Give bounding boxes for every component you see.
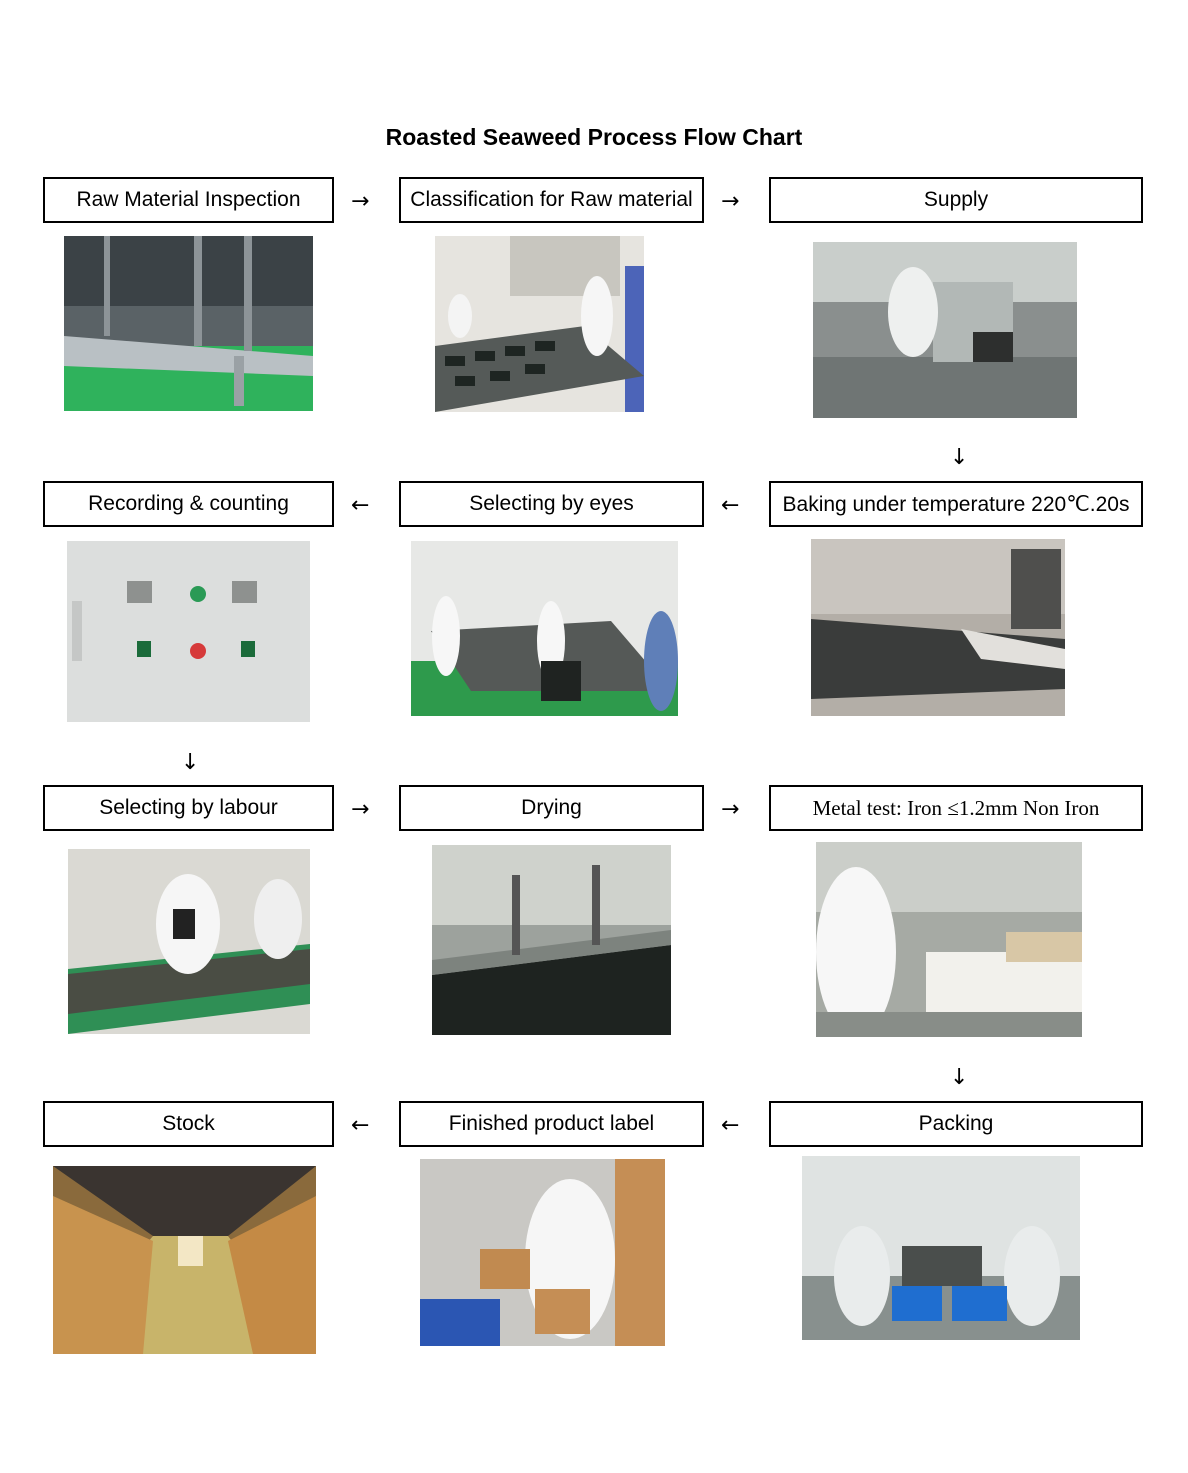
photo-packing [802,1156,1080,1340]
step-label: Packing [918,1112,994,1135]
arrow-left: ← [351,493,370,518]
photo-stock-warehouse [53,1166,316,1354]
step-drying: Drying [399,785,704,831]
arrow-down: ↓ [181,750,200,775]
photo-selecting-eyes [411,541,678,716]
arrow-right: → [721,797,740,822]
photo-baking [811,539,1065,716]
step-baking: Baking under temperature 220℃.20s [769,481,1143,527]
photo-inspection-line [64,236,313,411]
photo-finished-label [420,1159,665,1346]
step-label: Supply [923,188,989,211]
photo-classification [435,236,644,412]
arrow-right: → [351,797,370,822]
step-supply: Supply [769,177,1143,223]
step-label: Raw Material Inspection [76,188,301,211]
step-label: Classification for Raw material [410,188,693,211]
step-label: Selecting by labour [99,796,278,819]
step-label: Metal test: Iron ≤1.2mm Non Iron [812,795,1100,820]
photo-metal-test [816,842,1082,1037]
step-stock: Stock [43,1101,334,1147]
chart-title: Roasted Seaweed Process Flow Chart [385,124,803,150]
step-finished-product-label: Finished product label [399,1101,704,1147]
step-label: Baking under temperature 220℃.20s [782,492,1130,516]
step-label: Stock [162,1112,215,1135]
arrow-down: ↓ [950,1065,969,1090]
step-raw-material-inspection: Raw Material Inspection [43,177,334,223]
photo-selecting-labour [68,849,310,1034]
step-packing: Packing [769,1101,1143,1147]
step-recording-counting: Recording & counting [43,481,334,527]
step-label: Recording & counting [88,492,289,515]
arrow-right: → [721,189,740,214]
arrow-left: ← [351,1113,370,1138]
photo-control-panel [67,541,310,722]
step-selecting-by-eyes: Selecting by eyes [399,481,704,527]
step-label: Finished product label [448,1112,655,1135]
step-selecting-by-labour: Selecting by labour [43,785,334,831]
step-classification: Classification for Raw material [399,177,704,223]
arrow-left: ← [721,493,740,518]
arrow-down: ↓ [950,445,969,470]
step-label: Selecting by eyes [469,492,634,515]
step-label: Drying [521,796,582,819]
photo-drying [432,845,671,1035]
step-metal-test: Metal test: Iron ≤1.2mm Non Iron [769,785,1143,831]
arrow-left: ← [721,1113,740,1138]
arrow-right: → [351,189,370,214]
photo-supply [813,242,1077,418]
